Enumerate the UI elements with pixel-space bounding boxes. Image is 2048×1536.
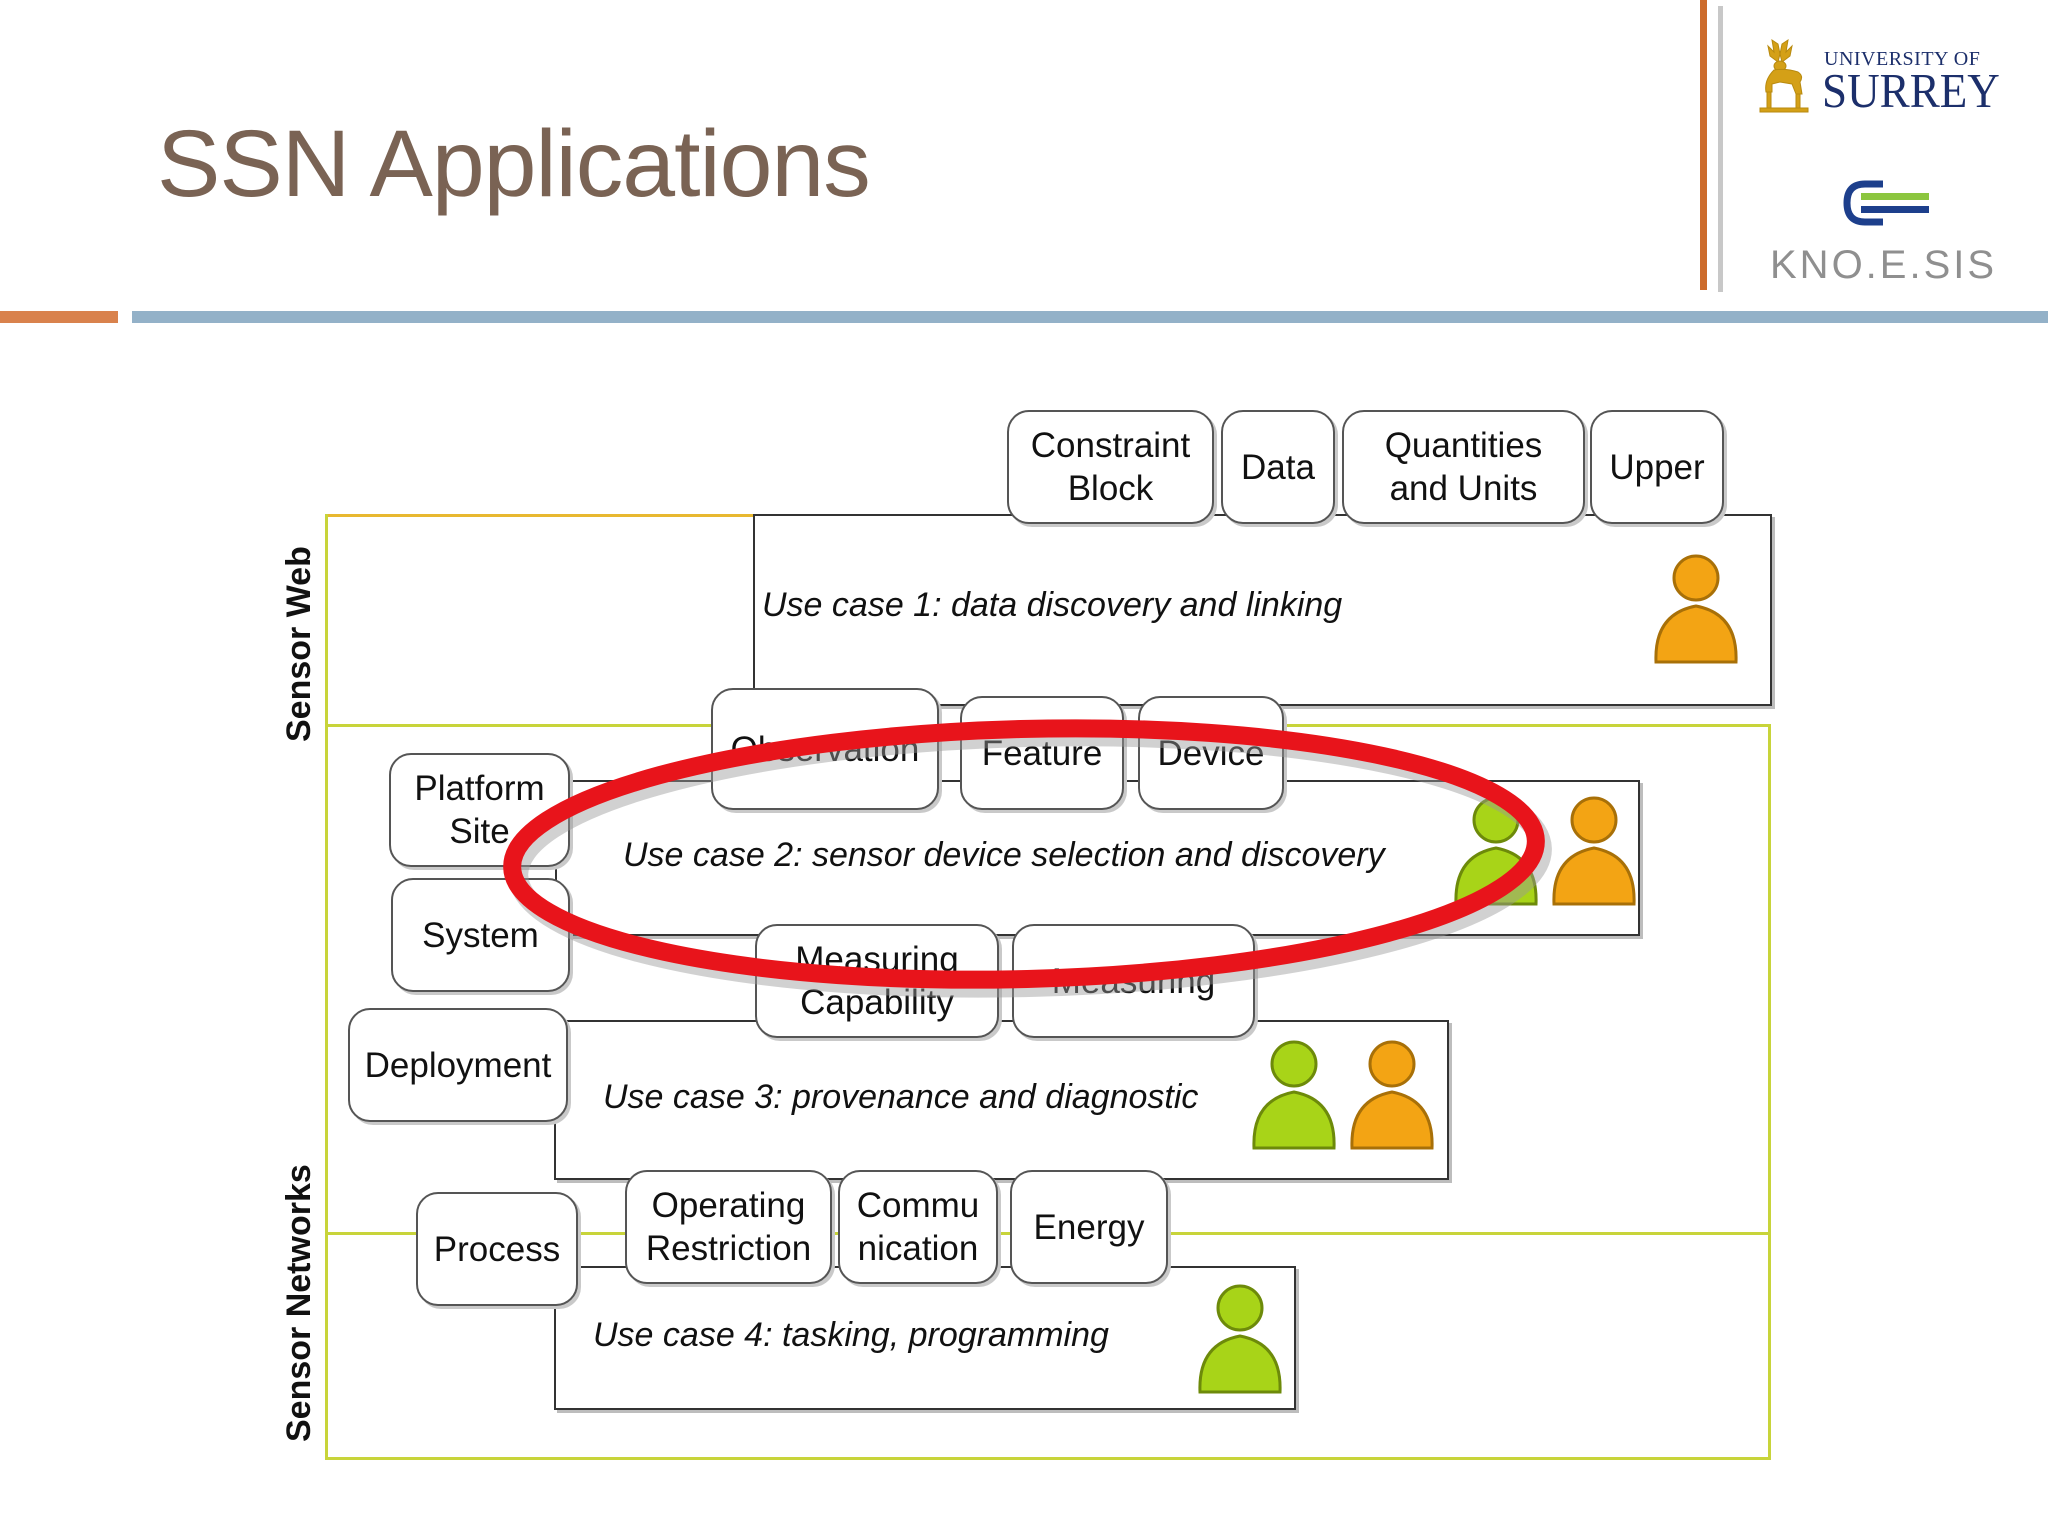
use-case-1-label: Use case 1: data discovery and linking — [762, 586, 1343, 624]
concept-measuring: Measuring — [1012, 924, 1255, 1038]
concept-operating-restriction: Operating Restriction — [625, 1170, 832, 1284]
concept-feature: Feature — [960, 696, 1124, 810]
band-label-sensor-networks: Sensor Networks — [280, 1164, 318, 1442]
knoesis-e-icon — [1843, 180, 1929, 226]
use-case-1-box — [753, 514, 1772, 706]
concept-measuring-capability: Measuring Capability — [755, 924, 999, 1038]
concept-quantities-units: Quantities and Units — [1342, 410, 1585, 524]
band-right-line — [1768, 724, 1771, 1460]
header-bar-orange — [0, 311, 118, 323]
stag-icon — [1759, 38, 1809, 113]
concept-upper: Upper — [1590, 410, 1724, 524]
header-divider-orange — [1700, 0, 1707, 290]
concept-deployment: Deployment — [348, 1008, 568, 1122]
concept-platform-site: Platform Site — [389, 753, 570, 867]
user-icon-green-uc3 — [1252, 1040, 1336, 1150]
band-label-sensor-web: Sensor Web — [280, 546, 318, 742]
use-case-4-label: Use case 4: tasking, programming — [593, 1316, 1109, 1354]
concept-communication: Commu nication — [838, 1170, 998, 1284]
concept-process: Process — [416, 1192, 578, 1306]
concept-system: System — [391, 878, 570, 992]
surrey-wordmark: SURREY — [1822, 63, 2000, 118]
university-of-text: UNIVERSITY OF — [1824, 48, 1981, 70]
slide-title: SSN Applications — [157, 111, 871, 217]
use-case-3-label: Use case 3: provenance and diagnostic — [603, 1078, 1199, 1116]
use-case-2-label: Use case 2: sensor device selection and … — [623, 836, 1385, 874]
sensor-web-top-line — [325, 514, 755, 517]
user-icon-green-uc2 — [1454, 796, 1538, 906]
concept-energy: Energy — [1010, 1170, 1168, 1284]
sensor-web-left-line — [325, 514, 328, 1460]
concept-observation: Observation — [711, 688, 939, 810]
user-icon-orange-uc1 — [1654, 554, 1738, 664]
knoesis-wordmark: KNO.E.SIS — [1770, 243, 1998, 287]
user-icon-orange-uc2 — [1552, 796, 1636, 906]
user-icon-orange-uc3 — [1350, 1040, 1434, 1150]
concept-device: Device — [1138, 696, 1284, 810]
concept-data: Data — [1221, 410, 1335, 524]
user-icon-green-uc4 — [1198, 1284, 1282, 1394]
concept-constraint-block: Constraint Block — [1007, 410, 1214, 524]
header-divider-grey — [1718, 6, 1723, 292]
header-bar-blue — [132, 311, 2048, 323]
band-bottom-line — [325, 1457, 1771, 1460]
